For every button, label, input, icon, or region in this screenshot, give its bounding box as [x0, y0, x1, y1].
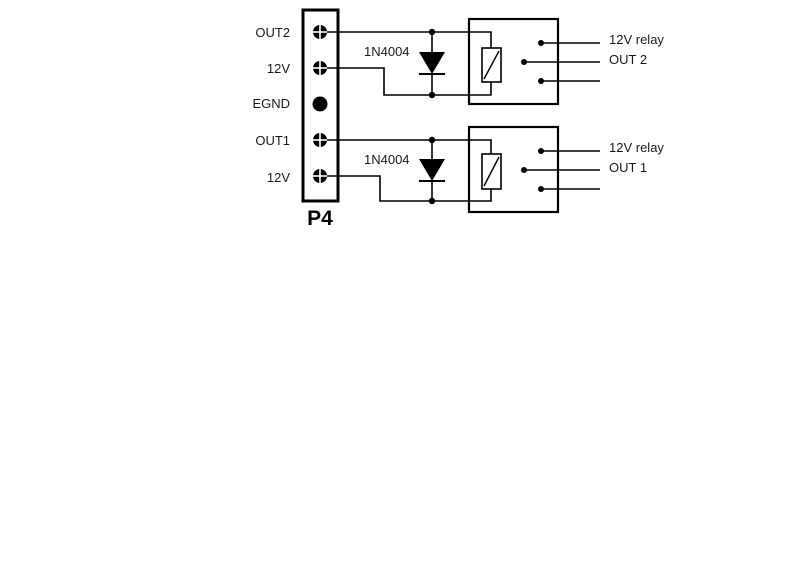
pin-label-12v-a: 12V [267, 61, 290, 76]
pin-labels: OUT2 12V EGND OUT1 12V [252, 25, 290, 185]
relay-coil-icon [482, 154, 501, 189]
junction-dot [429, 137, 435, 143]
relay-label: 12V relay [609, 140, 664, 155]
relay-coil-icon [482, 48, 501, 82]
diode-label: 1N4004 [364, 152, 410, 167]
junction-dot [429, 198, 435, 204]
relay-contacts [521, 148, 600, 192]
pin-label-out1: OUT1 [255, 133, 290, 148]
pin-label-out2: OUT2 [255, 25, 290, 40]
connector-p4: P4 [303, 10, 338, 230]
screw-terminal-icon [313, 169, 327, 183]
ground-terminal-icon [313, 97, 328, 112]
output-label: OUT 1 [609, 160, 647, 175]
screw-terminal-icon [313, 133, 327, 147]
pin-label-egnd: EGND [252, 96, 290, 111]
relay-contacts [521, 40, 600, 84]
wire-12v-b [327, 176, 491, 201]
relay-label: 12V relay [609, 32, 664, 47]
diode-icon [419, 159, 445, 181]
channel-out2: 1N4004 12V relay OUT 2 [327, 19, 664, 104]
junction-dot [429, 92, 435, 98]
screw-terminal-icon [313, 25, 327, 39]
junction-dot [429, 29, 435, 35]
diode-label: 1N4004 [364, 44, 410, 59]
pin-terminals [313, 25, 328, 183]
diode-icon [419, 52, 445, 74]
connector-title: P4 [307, 207, 333, 230]
output-label: OUT 2 [609, 52, 647, 67]
pin-label-12v-b: 12V [267, 170, 290, 185]
wire-12v-a [327, 68, 491, 95]
screw-terminal-icon [313, 61, 327, 75]
channel-out1: 1N4004 12V relay OUT 1 [327, 127, 664, 212]
